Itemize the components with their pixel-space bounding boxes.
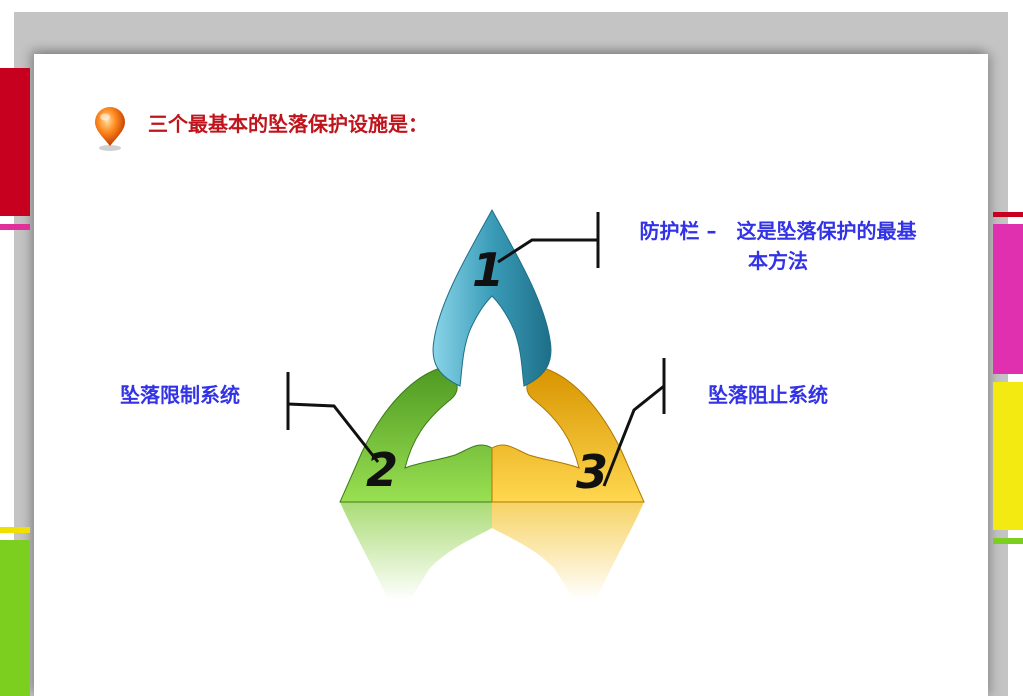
label-guardrail: 防护栏 – 这是坠落保护的最基本方法: [639, 219, 917, 273]
label-fall-restraint: 坠落限制系统: [120, 383, 240, 407]
callout-line-3: [602, 384, 665, 487]
decor-line-left-yellow: [0, 527, 30, 533]
number-1: 1: [472, 243, 504, 297]
slide-heading: 三个最基本的坠落保护设施是：: [148, 112, 428, 136]
callout-line-2: [287, 402, 380, 463]
segment-2: [339, 367, 493, 503]
decor-tab-left-red: [0, 68, 30, 216]
frame-top: [14, 12, 1008, 54]
diagram-reflection: [340, 502, 644, 600]
segment-3: [491, 367, 645, 503]
decor-tab-right-pink: [993, 224, 1023, 374]
segment-1: [432, 208, 552, 387]
decor-line-right-red: [993, 212, 1023, 217]
location-pin-icon: [95, 107, 125, 151]
slide-canvas: [34, 54, 988, 696]
decor-line-right-green: [993, 538, 1023, 544]
decor-line-left-pink: [0, 224, 30, 230]
callout-line-1: [497, 238, 598, 264]
decor-tab-right-yellow: [993, 382, 1023, 530]
label-fall-arrest: 坠落阻止系统: [708, 383, 828, 407]
number-3: 3: [576, 445, 608, 499]
decor-tab-left-green: [0, 540, 30, 696]
